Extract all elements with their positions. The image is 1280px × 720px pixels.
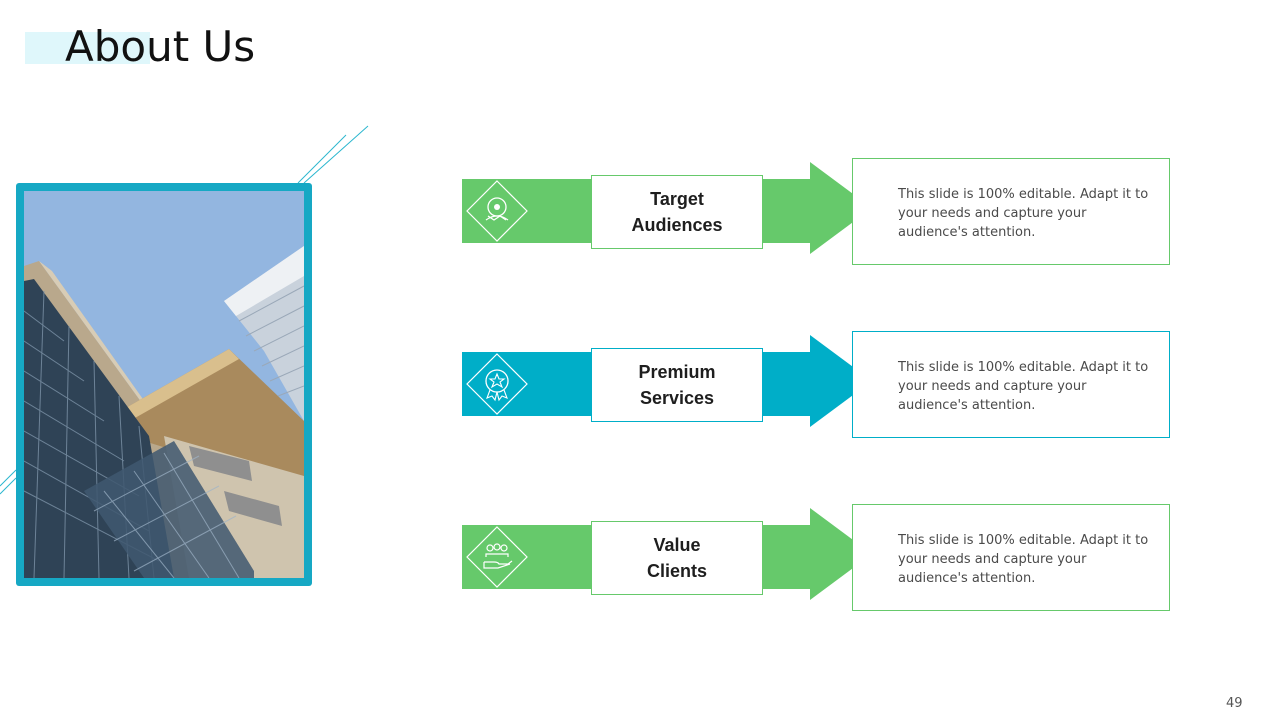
label-box: Value Clients xyxy=(591,521,763,595)
item-row-target-audiences: Target Audiences This slide is 100% edit… xyxy=(462,158,1182,268)
description-box: This slide is 100% editable. Adapt it to… xyxy=(852,331,1170,438)
label-box: Target Audiences xyxy=(591,175,763,249)
item-row-premium-services: Premium Services This slide is 100% edit… xyxy=(462,331,1182,441)
description-box: This slide is 100% editable. Adapt it to… xyxy=(852,504,1170,611)
item-row-value-clients: Value Clients This slide is 100% editabl… xyxy=(462,504,1182,614)
item-label: Target Audiences xyxy=(631,189,723,235)
page-title: About Us xyxy=(65,22,256,71)
title-accent xyxy=(25,32,150,64)
item-description: This slide is 100% editable. Adapt it to… xyxy=(898,187,1149,240)
item-label: Value Clients xyxy=(646,535,707,581)
page-number: 49 xyxy=(1226,696,1243,711)
description-box: This slide is 100% editable. Adapt it to… xyxy=(852,158,1170,265)
item-description: This slide is 100% editable. Adapt it to… xyxy=(898,360,1149,413)
target-audience-icon xyxy=(466,180,528,242)
building-photo xyxy=(24,191,304,578)
label-box: Premium Services xyxy=(591,348,763,422)
premium-badge-icon xyxy=(466,353,528,415)
item-description: This slide is 100% editable. Adapt it to… xyxy=(898,533,1149,586)
clients-hand-icon xyxy=(466,526,528,588)
photo-frame xyxy=(16,183,312,586)
item-label: Premium Services xyxy=(638,362,716,408)
